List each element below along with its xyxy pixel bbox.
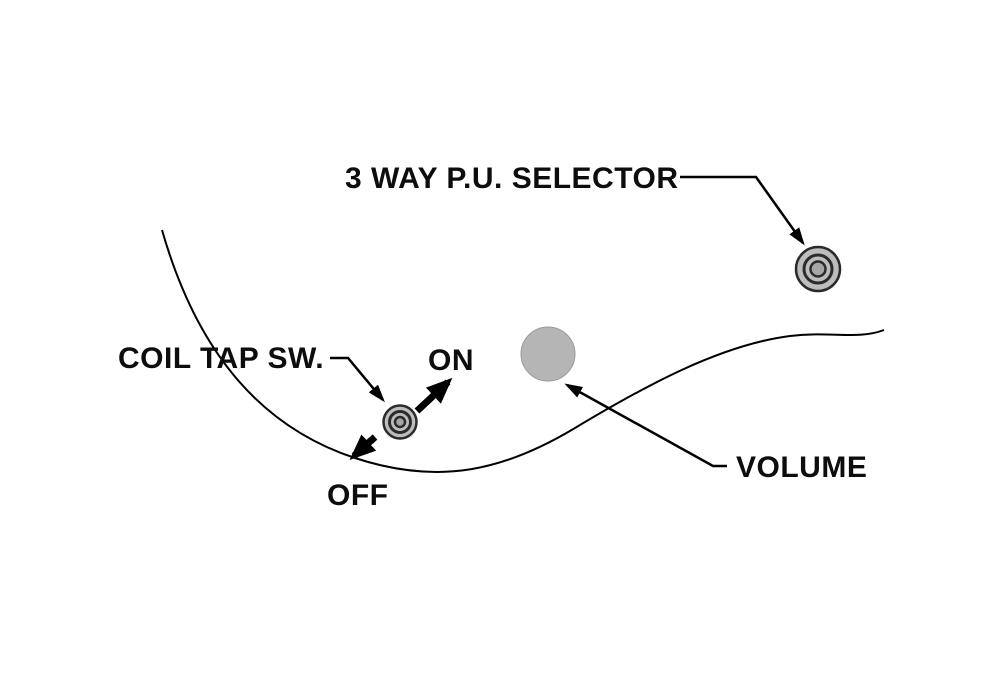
coil-tap-label: COIL TAP SW. [118,342,324,375]
off-direction-arrow [349,434,378,461]
on-label: ON [428,344,474,377]
coil-tap-leader-arrow [330,356,385,403]
volume-knob [520,326,576,382]
selector-label: 3 WAY P.U. SELECTOR [345,162,679,195]
volume-label: VOLUME [736,451,867,484]
guitar-body-outline [161,229,885,473]
coil-tap-switch-knob [382,404,418,440]
on-direction-arrow [414,377,453,414]
volume-leader-arrow [564,383,727,468]
selector-leader-arrow [680,175,805,246]
selector-knob [794,245,842,293]
off-label: OFF [327,479,389,512]
